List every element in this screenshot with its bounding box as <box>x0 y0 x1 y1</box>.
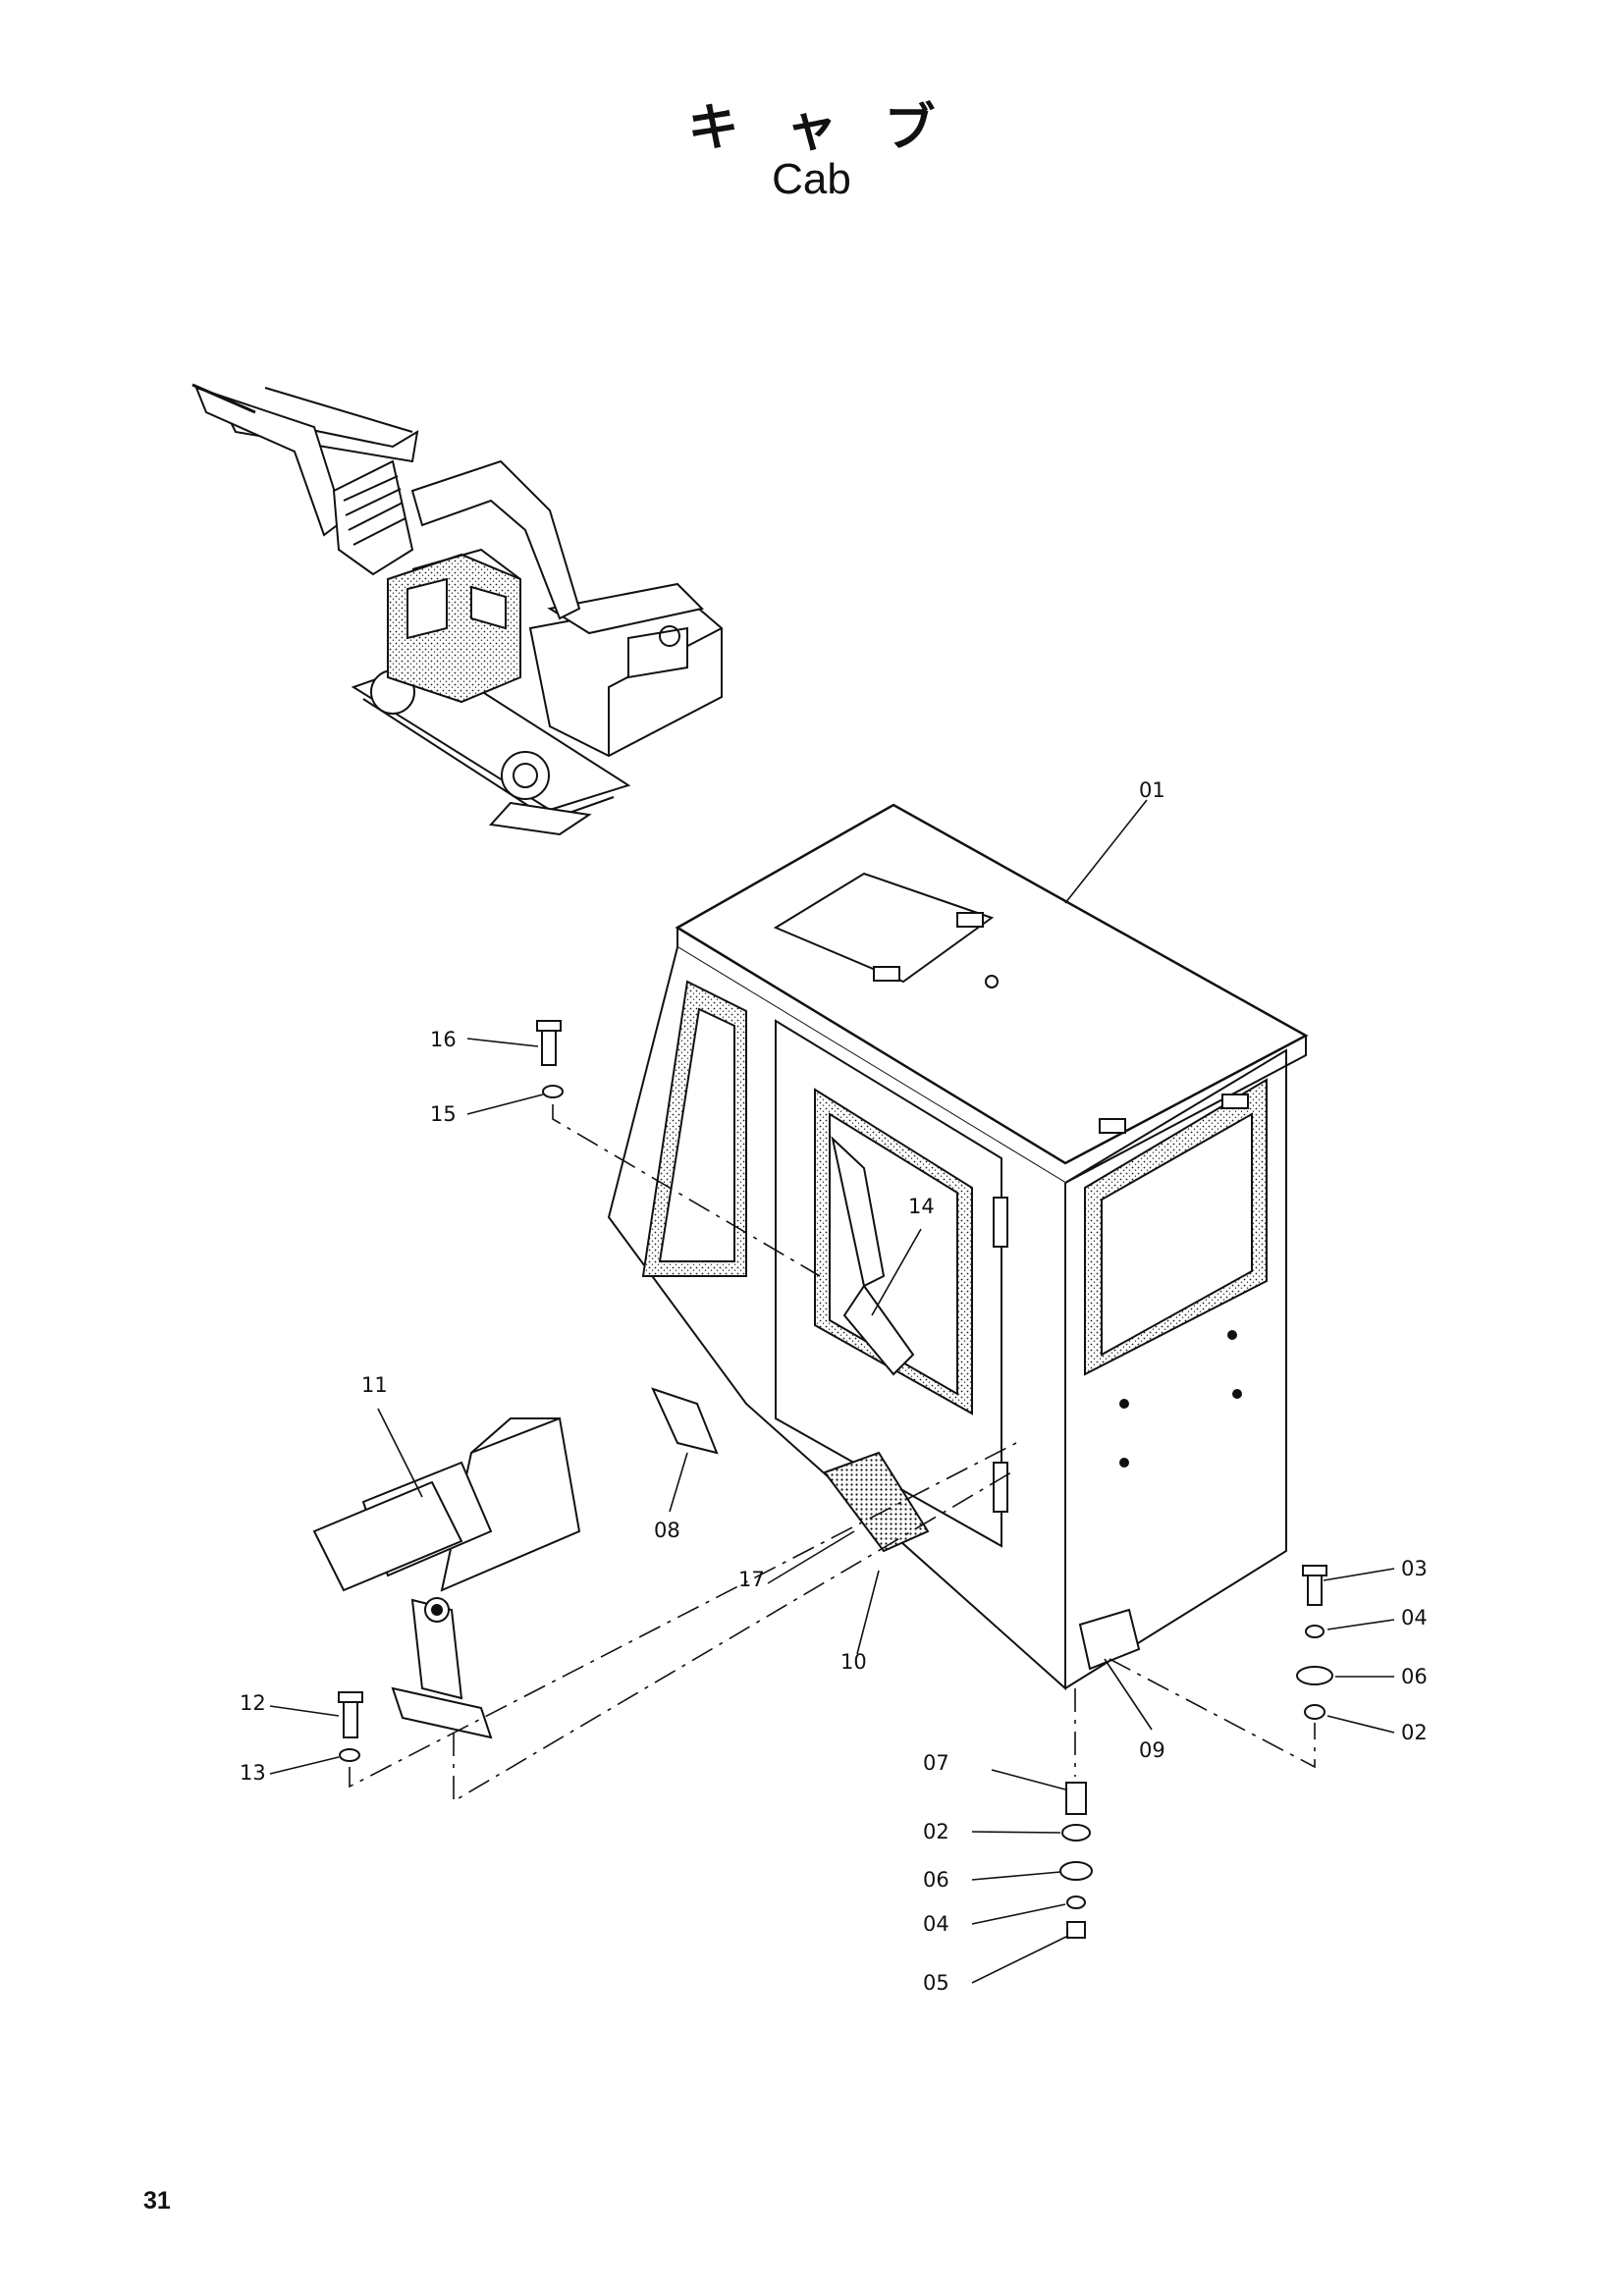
callout-10: 10 <box>840 1650 867 1674</box>
leader-lines <box>269 799 1395 1984</box>
excavator-overview-illustration <box>191 383 723 836</box>
callout-17: 17 <box>738 1568 765 1591</box>
cab-body <box>607 803 1309 1691</box>
page-title-english: Cab <box>772 155 851 203</box>
callout-13: 13 <box>240 1761 266 1785</box>
page-title-japanese: キャブ <box>687 99 983 158</box>
callout-11: 11 <box>361 1373 388 1397</box>
callout-16: 16 <box>430 1028 457 1051</box>
operator-seat <box>312 1416 581 1739</box>
callout-12: 12 <box>240 1691 266 1715</box>
callout-01: 01 <box>1139 778 1165 802</box>
callout-15: 15 <box>430 1102 457 1126</box>
callout-05: 05 <box>923 1971 949 1995</box>
callout-09: 09 <box>1139 1738 1165 1762</box>
callout-14: 14 <box>908 1195 935 1218</box>
callout-08: 08 <box>654 1519 680 1542</box>
callout-02a: 02 <box>1401 1721 1428 1744</box>
page-number: 31 <box>143 2187 171 2215</box>
callout-04b: 04 <box>923 1912 949 1936</box>
part-callouts: 01 16 15 14 11 08 17 10 09 03 04 06 02 1… <box>240 778 1428 1995</box>
callout-07: 07 <box>923 1751 949 1775</box>
callout-04a: 04 <box>1401 1606 1428 1629</box>
fasteners <box>338 1020 1333 1939</box>
callout-03: 03 <box>1401 1557 1428 1580</box>
assembly-dash-lines <box>349 1104 1316 1803</box>
callout-06b: 06 <box>923 1868 949 1892</box>
callout-02b: 02 <box>923 1820 949 1843</box>
callout-06a: 06 <box>1401 1665 1428 1688</box>
